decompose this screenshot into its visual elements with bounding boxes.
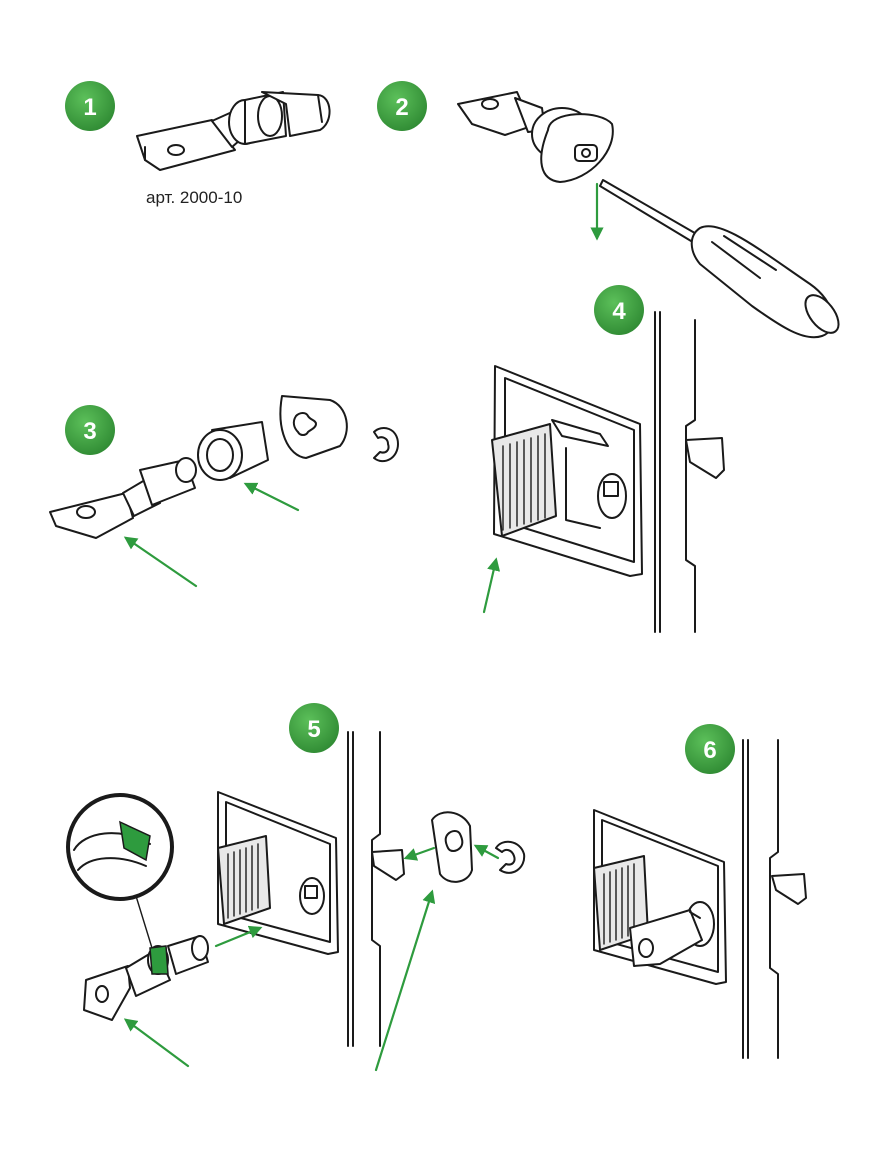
cabinet-panel-icon: [742, 739, 779, 1059]
step-badge-1: 1: [65, 81, 115, 131]
key-icon: [457, 91, 533, 136]
step-5-illustration: 5: [66, 703, 526, 1072]
step-number-1: 1: [83, 94, 96, 121]
key-icon: [136, 119, 236, 171]
e-clip-icon: [495, 840, 526, 874]
step-number-2: 2: [395, 94, 408, 121]
step-badge-2: 2: [377, 81, 427, 131]
cabinet-panel-icon: [654, 311, 696, 633]
lock-housing-icon: [217, 791, 339, 955]
step-number-3: 3: [83, 418, 96, 445]
step-number-5: 5: [307, 716, 320, 743]
direction-arrow: [473, 844, 500, 860]
direction-arrow: [123, 536, 198, 588]
screwdriver-icon: [599, 179, 840, 339]
step-4-illustration: 4: [482, 285, 725, 633]
step-3-illustration: 3: [49, 395, 399, 588]
step-number-6: 6: [703, 737, 716, 764]
step-badge-3: 3: [65, 405, 115, 455]
step-2-illustration: 2: [377, 81, 840, 339]
direction-arrow: [482, 557, 501, 614]
direction-arrow: [403, 846, 436, 861]
step-1-illustration: 1 арт. 2000-10: [65, 81, 331, 207]
e-clip-icon: [373, 427, 399, 463]
step-badge-6: 6: [685, 724, 735, 774]
cam-plate-icon: [261, 91, 331, 137]
direction-arrow: [123, 1018, 190, 1068]
direction-arrow: [243, 482, 300, 512]
step-badge-4: 4: [594, 285, 644, 335]
cam-plate-icon: [431, 811, 473, 883]
step-badge-5: 5: [289, 703, 339, 753]
key-icon: [629, 909, 703, 967]
lock-housing-icon: [491, 365, 643, 577]
step-6-illustration: 6: [593, 724, 807, 1059]
direction-arrow: [214, 925, 263, 948]
key-icon: [83, 935, 209, 1021]
article-caption: арт. 2000-10: [146, 188, 242, 207]
lock-sleeve-icon: [197, 421, 269, 481]
cabinet-panel-icon: [347, 731, 381, 1047]
step-number-4: 4: [612, 298, 626, 325]
direction-arrow: [374, 889, 436, 1072]
detail-zoom-icon: [66, 793, 174, 949]
